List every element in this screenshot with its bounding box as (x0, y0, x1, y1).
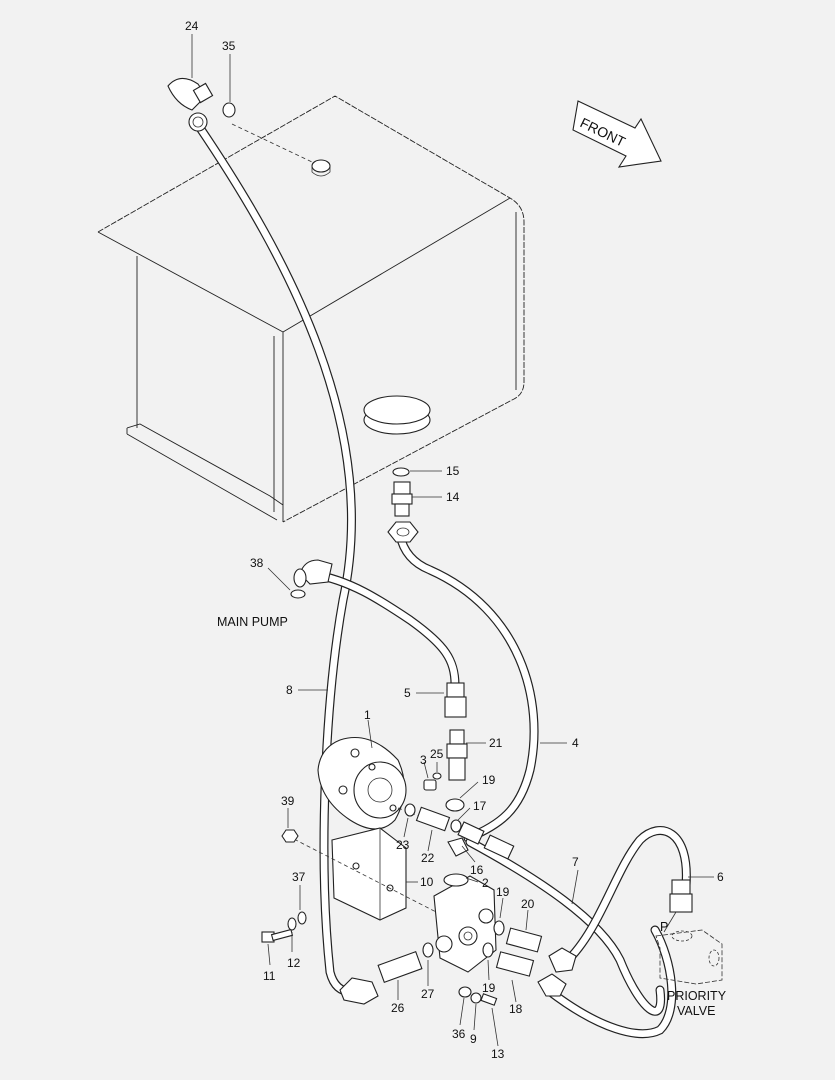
callout-15: 15 (446, 464, 460, 478)
hose-4-nut (387, 521, 419, 543)
bracket-10 (287, 827, 441, 921)
callout-39: 39 (281, 794, 295, 808)
front-arrow: FRONT (572, 100, 662, 168)
o-ring-35 (222, 102, 236, 118)
callout-12: 12 (287, 956, 301, 970)
callout-16: 16 (470, 863, 484, 877)
callout-labels: 24 35 15 14 38 8 5 1 21 3 25 4 19 17 39 … (185, 19, 724, 1061)
callout-18: 18 (509, 1002, 523, 1016)
hose-8 (191, 117, 357, 997)
adapter-18 (495, 951, 535, 977)
valve-block-2 (433, 873, 497, 973)
nut-39 (281, 829, 299, 843)
hose-6 (561, 826, 691, 967)
adapter-14 (391, 481, 413, 517)
hose-5 (307, 569, 460, 690)
o-ring-27 (422, 942, 434, 958)
o-ring-19b (493, 920, 505, 936)
hose-5-end (444, 682, 467, 718)
leader-lines (191, 34, 714, 1047)
callout-35: 35 (222, 39, 236, 53)
callout-8: 8 (286, 683, 293, 697)
callout-3: 3 (420, 753, 427, 767)
main-pump-label: MAIN PUMP (217, 615, 288, 629)
o-ring-23 (404, 803, 416, 817)
callout-21: 21 (489, 736, 503, 750)
port-p-label: P (660, 920, 668, 934)
captions: MAIN PUMP P PRIORITY VALVE (217, 615, 727, 1018)
callout-19a: 19 (482, 773, 496, 787)
o-ring-15 (392, 467, 410, 477)
callout-19c: 19 (482, 981, 496, 995)
callout-11: 11 (263, 969, 276, 983)
callout-1: 1 (364, 708, 371, 722)
washer-12-37 (287, 911, 307, 931)
adapter-16 (447, 821, 485, 857)
priority-valve-label-2: VALVE (677, 1004, 715, 1018)
callout-36: 36 (452, 1027, 466, 1041)
adapter-21 (446, 729, 468, 781)
callout-38: 38 (250, 556, 264, 570)
callout-13: 13 (491, 1047, 505, 1061)
callout-23: 23 (396, 838, 410, 852)
callout-24: 24 (185, 19, 199, 33)
callout-26: 26 (391, 1001, 405, 1015)
o-ring-17 (450, 819, 462, 833)
callout-7: 7 (572, 855, 579, 869)
callout-14: 14 (446, 490, 460, 504)
callout-22: 22 (421, 851, 435, 865)
o-ring-19a (445, 798, 465, 812)
callout-6: 6 (717, 870, 724, 884)
callout-10: 10 (420, 875, 434, 889)
callout-9: 9 (470, 1032, 477, 1046)
fitting-24 (167, 77, 214, 132)
callout-2: 2 (482, 876, 489, 890)
hydraulic-tank (97, 95, 525, 523)
hose-6-end (669, 879, 693, 913)
callout-5: 5 (404, 686, 411, 700)
washer-9 (470, 992, 482, 1004)
callout-27: 27 (421, 987, 435, 1001)
adapter-26 (377, 950, 423, 984)
washer-36 (458, 986, 472, 998)
elbow-38 (290, 559, 333, 599)
bolt-11 (261, 928, 294, 943)
hose-7 (465, 837, 677, 1039)
priority-valve-label-1: PRIORITY (667, 989, 727, 1003)
hose-7-ends (483, 834, 577, 997)
hose-4 (395, 530, 539, 843)
plug-3 (423, 772, 442, 791)
callout-17: 17 (473, 799, 487, 813)
callout-4: 4 (572, 736, 579, 750)
callout-20: 20 (521, 897, 535, 911)
bolt-13 (480, 993, 498, 1006)
callout-37: 37 (292, 870, 306, 884)
hose-8-end (339, 977, 379, 1005)
o-ring-19c (482, 942, 494, 958)
fitting-22 (415, 806, 451, 832)
adapter-20 (505, 927, 543, 953)
callout-25: 25 (430, 747, 444, 761)
callout-19b: 19 (496, 885, 510, 899)
priority-valve (655, 929, 723, 985)
